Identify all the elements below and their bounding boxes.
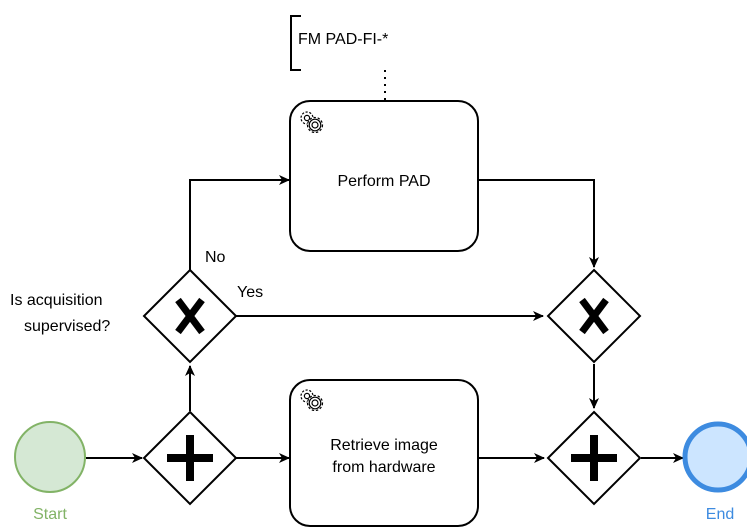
- decision-label-line2: supervised?: [24, 318, 110, 335]
- x-marker-icon: [579, 297, 609, 335]
- decision-label-line1: Is acquisition: [10, 292, 103, 309]
- start-event-label: Start: [33, 506, 67, 523]
- start-event[interactable]: [14, 421, 86, 493]
- sequence-flows: [86, 175, 684, 463]
- x-marker-icon: [175, 297, 205, 335]
- text-annotation: FM PAD-FI-*: [290, 15, 388, 100]
- parallel-gateway-fork[interactable]: [142, 410, 238, 506]
- task-perform-pad-label: Perform PAD: [337, 173, 430, 190]
- plus-marker-icon: [571, 435, 617, 481]
- task-perform-pad[interactable]: Perform PAD: [289, 100, 479, 252]
- parallel-gateway-join[interactable]: [546, 410, 642, 506]
- task-retrieve-label-line1: Retrieve image: [330, 437, 438, 454]
- exclusive-gateway-decision[interactable]: [142, 268, 238, 364]
- annotation-text: FM PAD-FI-*: [298, 31, 388, 48]
- end-event-label: End: [706, 506, 734, 523]
- flow-label-yes: Yes: [237, 284, 263, 301]
- flow-decision-no: [189, 175, 290, 270]
- flow-label-no: No: [205, 249, 226, 266]
- flow-pad-to-merge: [479, 179, 599, 268]
- task-retrieve-label-line2: from hardware: [332, 459, 435, 476]
- end-event[interactable]: [682, 421, 747, 493]
- task-retrieve-image[interactable]: Retrieve image from hardware: [289, 379, 479, 527]
- exclusive-gateway-merge[interactable]: [546, 268, 642, 364]
- plus-marker-icon: [167, 435, 213, 481]
